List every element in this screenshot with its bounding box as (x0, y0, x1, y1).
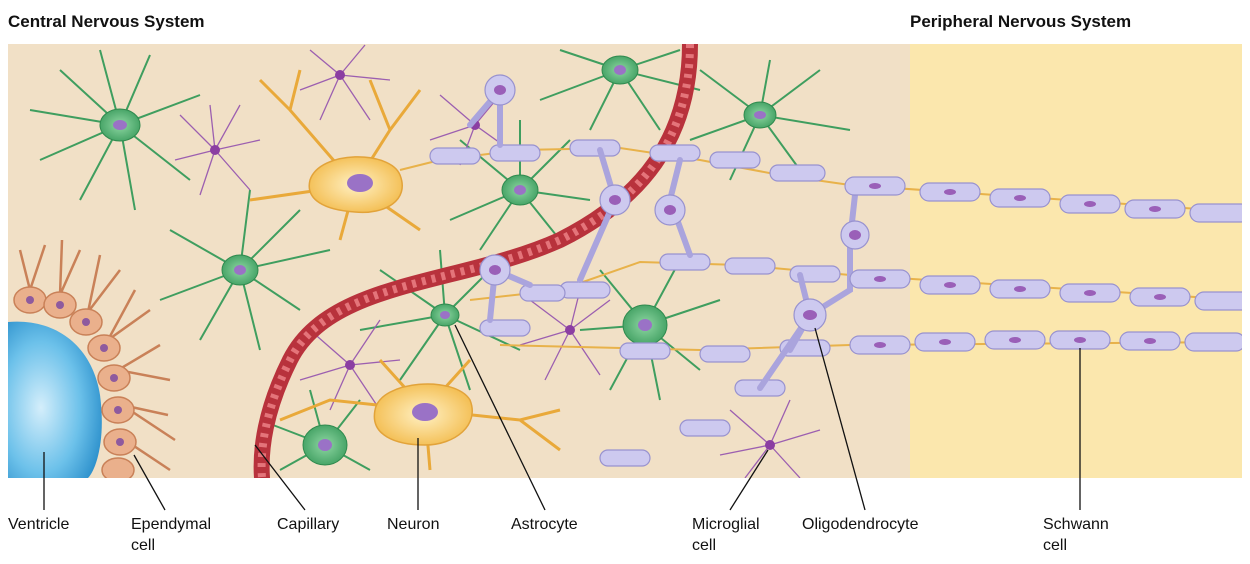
pns-region (910, 44, 1242, 478)
pns-heading: Peripheral Nervous System (910, 12, 1132, 31)
oligodendrocyte-label: Oligodendrocyte (802, 516, 919, 533)
neuron-label: Neuron (387, 516, 440, 533)
ventricle (8, 321, 102, 478)
capillary-label: Capillary (277, 516, 340, 533)
microglial-cells (174, 44, 821, 478)
ventricle-label: Ventricle (8, 516, 70, 533)
leader-lines (43, 324, 1081, 511)
astrocyte-label: Astrocyte (511, 516, 578, 533)
cns-heading: Central Nervous System (8, 12, 205, 31)
myelin-segments-cns (429, 139, 841, 467)
ependymal-cells (18, 239, 176, 472)
